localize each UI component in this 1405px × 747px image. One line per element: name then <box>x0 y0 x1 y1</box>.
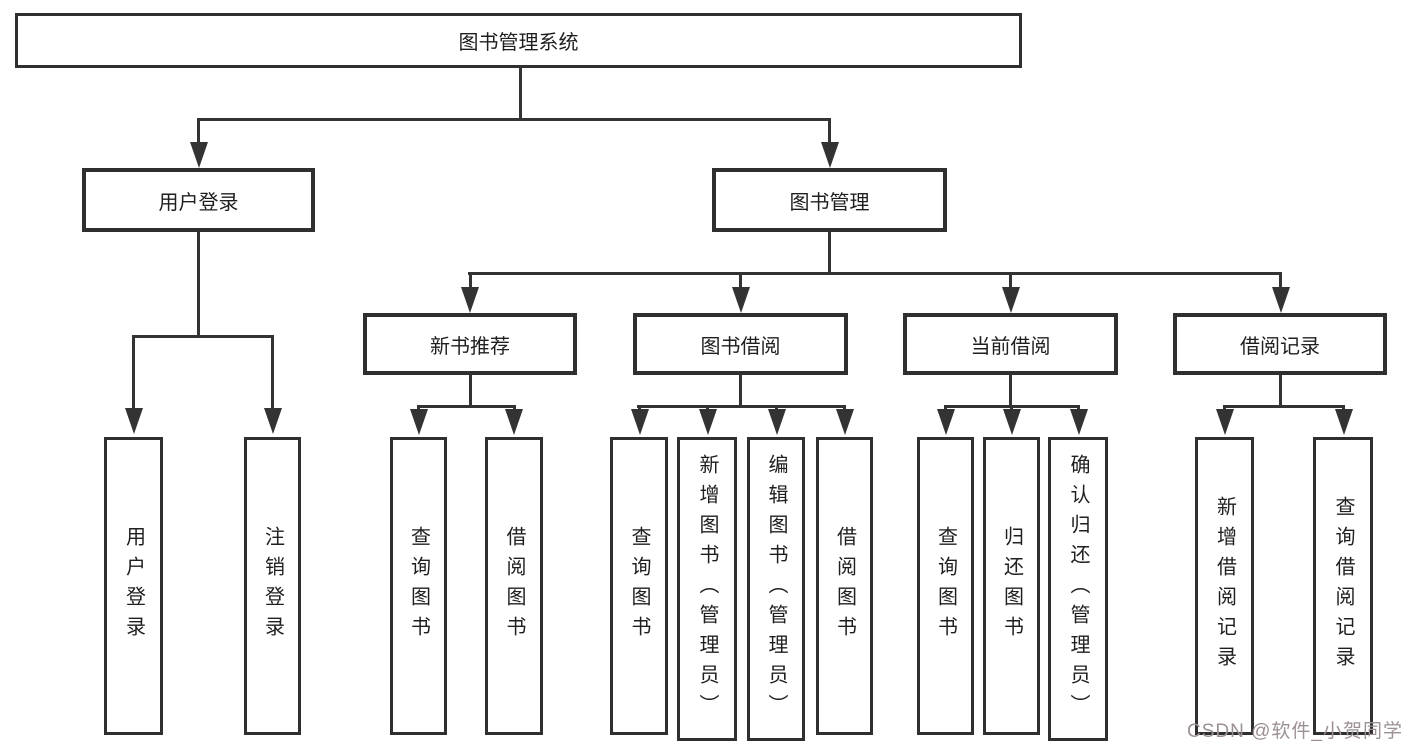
node-book-management-label: 图书管理 <box>789 191 870 214</box>
connector-arrowhead <box>767 409 786 435</box>
connector-line <box>739 375 742 408</box>
connector-arrowhead <box>835 409 854 435</box>
node-current-borrow: 当前借阅 <box>903 313 1118 375</box>
connector-line <box>271 337 274 411</box>
connector-arrowhead <box>124 408 143 434</box>
node-borrow-records-label: 借阅记录 <box>1240 335 1320 358</box>
leaf-br-query-record: 查询借阅记录 <box>1313 437 1373 735</box>
leaf-bb-query-books: 查询图书 <box>610 437 668 735</box>
leaf-user-login-label: 用户登录 <box>122 526 145 646</box>
connector-line <box>132 337 135 411</box>
connector-arrowhead <box>1002 409 1021 435</box>
leaf-bb-borrow-books: 借阅图书 <box>816 437 873 735</box>
connector-line <box>1223 405 1345 408</box>
leaf-nb-query-books: 查询图书 <box>390 437 447 735</box>
leaf-bb-edit-books-admin-label: 编辑图书（管理员） <box>765 454 787 724</box>
leaf-cb-return-books-label: 归还图书 <box>1000 526 1023 646</box>
connector-line <box>468 272 1282 275</box>
node-new-book-recommend-label: 新书推荐 <box>430 335 510 358</box>
connector-line <box>828 232 831 275</box>
connector-arrowhead <box>461 287 479 313</box>
node-root-label: 图书管理系统 <box>458 32 579 54</box>
connector-line <box>1279 274 1282 290</box>
leaf-user-login: 用户登录 <box>104 437 163 735</box>
connector-line <box>197 232 200 338</box>
leaf-nb-borrow-books-label: 借阅图书 <box>503 526 525 646</box>
leaf-cb-confirm-return-admin-label: 确认归还（管理员） <box>1067 454 1089 724</box>
leaf-logout-label: 注销登录 <box>261 526 284 646</box>
leaf-cb-query-books-label: 查询图书 <box>934 526 957 646</box>
connector-arrowhead <box>505 409 523 435</box>
node-new-book-recommend: 新书推荐 <box>363 313 577 375</box>
node-book-management: 图书管理 <box>712 168 947 232</box>
connector-line <box>1009 375 1012 408</box>
connector-line <box>469 375 472 408</box>
node-book-borrow: 图书借阅 <box>633 313 848 375</box>
connector-line <box>1009 274 1012 290</box>
leaf-nb-query-books-label: 查询图书 <box>407 526 430 646</box>
node-root: 图书管理系统 <box>15 13 1022 68</box>
connector-line <box>197 118 831 121</box>
leaf-bb-borrow-books-label: 借阅图书 <box>833 526 856 646</box>
node-user-login-label: 用户登录 <box>158 191 239 214</box>
node-book-borrow-label: 图书借阅 <box>700 335 781 358</box>
connector-line <box>828 120 831 144</box>
connector-arrowhead <box>1215 409 1234 435</box>
watermark: CSDN @软件_小贺同学 <box>1187 721 1403 742</box>
connector-arrowhead <box>263 408 282 434</box>
connector-line <box>519 67 522 120</box>
leaf-cb-return-books: 归还图书 <box>983 437 1040 735</box>
connector-line <box>739 274 742 290</box>
connector-arrowhead <box>698 409 717 435</box>
leaf-br-add-record: 新增借阅记录 <box>1195 437 1254 735</box>
leaf-bb-add-books-admin: 新增图书（管理员） <box>677 437 737 741</box>
connector-line <box>944 405 1080 408</box>
node-current-borrow-label: 当前借阅 <box>970 335 1051 358</box>
connector-line <box>132 335 274 338</box>
connector-arrowhead <box>1001 287 1020 313</box>
leaf-br-query-record-label: 查询借阅记录 <box>1332 496 1354 676</box>
connector-arrowhead <box>1334 409 1353 435</box>
connector-arrowhead <box>936 409 955 435</box>
connector-arrowhead <box>820 142 839 168</box>
connector-arrowhead <box>1271 287 1290 313</box>
leaf-cb-query-books: 查询图书 <box>917 437 974 735</box>
leaf-bb-add-books-admin-label: 新增图书（管理员） <box>696 454 718 724</box>
node-user-login: 用户登录 <box>82 168 315 232</box>
connector-line <box>1279 375 1282 408</box>
connector-line <box>197 120 200 144</box>
connector-arrowhead <box>731 287 750 313</box>
leaf-br-add-record-label: 新增借阅记录 <box>1213 496 1236 676</box>
connector-arrowhead <box>189 142 208 168</box>
leaf-bb-query-books-label: 查询图书 <box>628 526 650 646</box>
connector-arrowhead <box>1069 409 1088 435</box>
connector-line <box>417 405 516 408</box>
connector-line <box>637 405 846 408</box>
leaf-logout: 注销登录 <box>244 437 301 735</box>
connector-arrowhead <box>409 409 428 435</box>
connector-line <box>469 274 472 290</box>
leaf-cb-confirm-return-admin: 确认归还（管理员） <box>1048 437 1108 741</box>
connector-arrowhead <box>630 409 649 435</box>
node-borrow-records: 借阅记录 <box>1173 313 1387 375</box>
leaf-nb-borrow-books: 借阅图书 <box>485 437 543 735</box>
leaf-bb-edit-books-admin: 编辑图书（管理员） <box>747 437 805 741</box>
